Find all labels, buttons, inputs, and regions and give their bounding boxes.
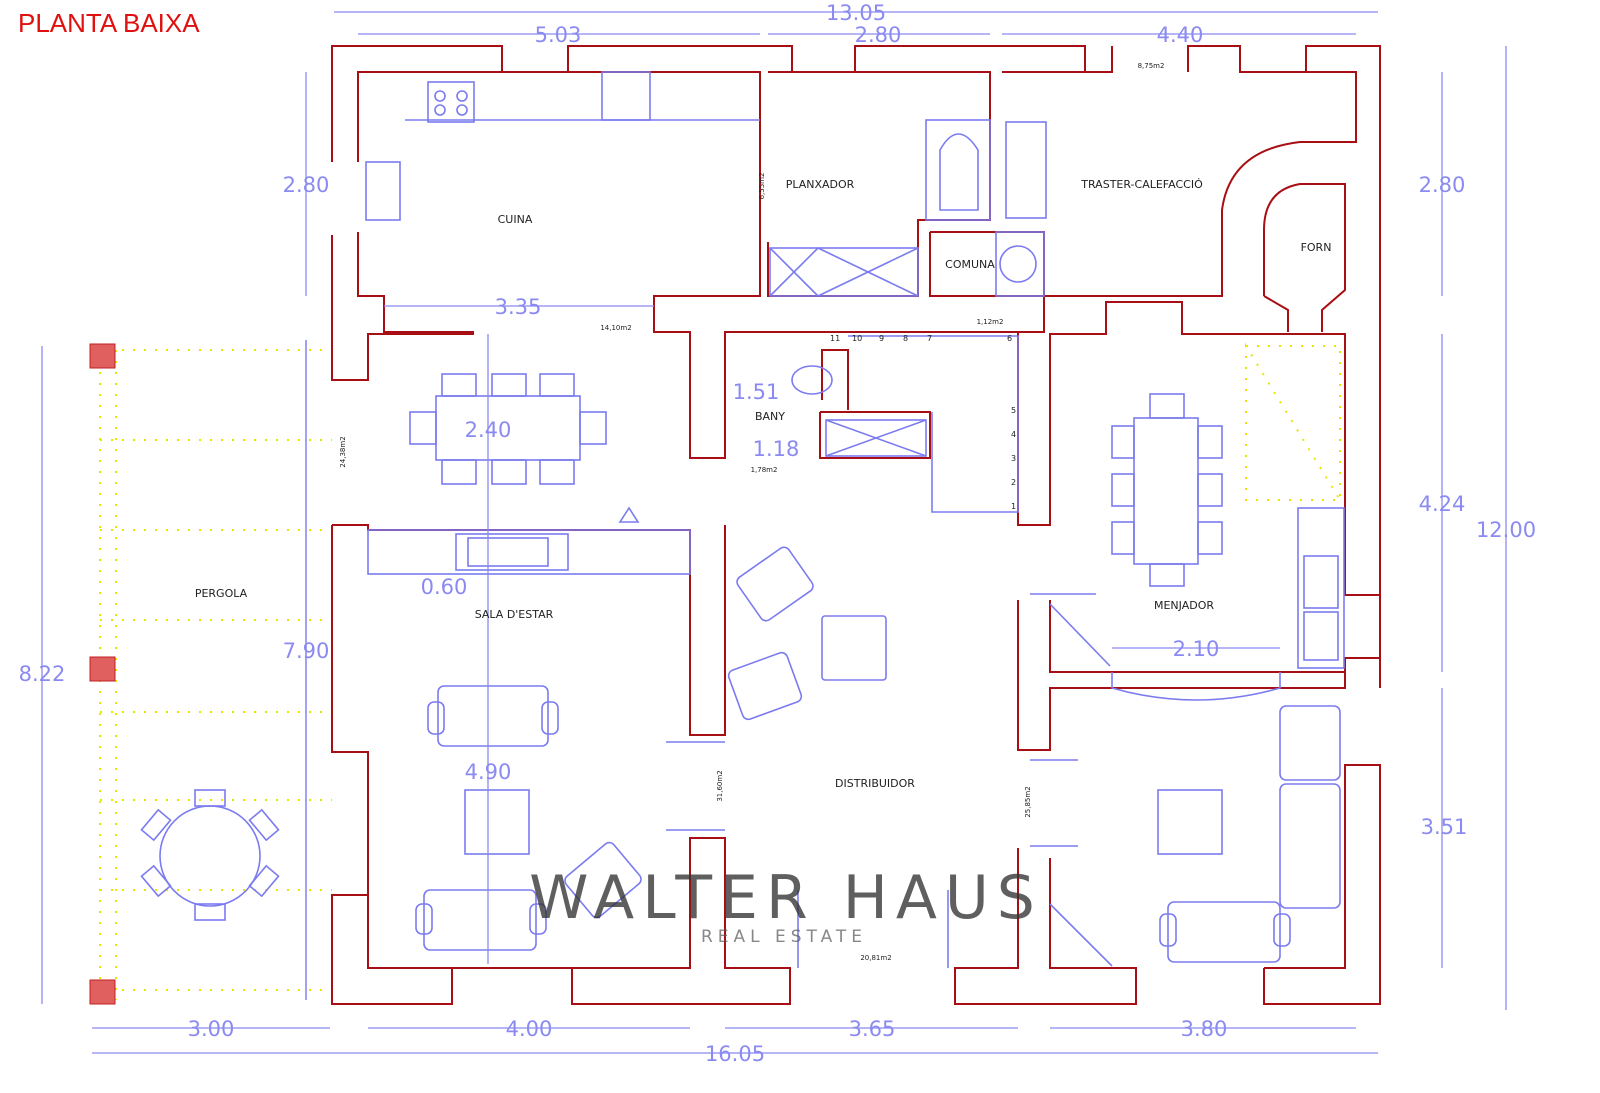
pergola [89, 340, 332, 1005]
room-sala: SALA D'ESTAR [475, 608, 554, 621]
area-labels: 6,55m2 14,10m2 1,12m2 8,75m2 1,78m2 24,3… [339, 62, 1164, 962]
room-cuina: CUINA [498, 213, 533, 226]
area-sala: 24,38m2 [339, 436, 347, 467]
dim-bany-b: 1.18 [753, 437, 800, 461]
stair-numbers: 11 10 9 8 7 6 5 4 3 2 1 [830, 334, 1016, 511]
dim-top-b: 2.80 [855, 23, 902, 47]
watermark-logo: WALTER HAUS REAL ESTATE [529, 863, 1043, 947]
watermark-brand: WALTER HAUS [529, 863, 1043, 933]
stair-step: 3 [1011, 454, 1016, 463]
walls [331, 45, 1381, 1005]
dim-right-c: 3.51 [1421, 815, 1468, 839]
dim-bany-a: 1.51 [733, 380, 780, 404]
stair-step: 5 [1011, 406, 1016, 415]
stair-step: 1 [1011, 502, 1016, 511]
plan-title: PLANTA BAIXA [18, 8, 200, 38]
dim-bottom-c: 3.65 [849, 1017, 896, 1041]
stair-step: 11 [830, 334, 840, 343]
area-menjador: 25,85m2 [1024, 786, 1032, 817]
room-planxador: PLANXADOR [786, 178, 855, 191]
stair-step: 9 [879, 334, 884, 343]
dim-pergola-h: 8.22 [19, 662, 66, 686]
room-forn: FORN [1301, 241, 1332, 254]
dim-left-kitchen: 2.80 [283, 173, 330, 197]
room-bany: BANY [755, 410, 785, 423]
stair-step: 10 [852, 334, 862, 343]
stair-step: 7 [927, 334, 932, 343]
dim-sala-h: 7.90 [283, 639, 330, 663]
area-cuina: 14,10m2 [600, 324, 631, 332]
area-bany: 1,78m2 [751, 466, 778, 474]
furniture [365, 71, 1345, 968]
area-distribuidor: 31,60m2 [716, 770, 724, 801]
dim-right-a: 2.80 [1419, 173, 1466, 197]
dim-bottom-a: 3.00 [188, 1017, 235, 1041]
dim-total-top: 13.05 [826, 1, 886, 25]
dimension-labels: 13.05 5.03 2.80 4.40 2.80 3.35 2.40 1.51… [19, 1, 1536, 1066]
area-comuna: 1,12m2 [977, 318, 1004, 326]
dim-bottom-d: 3.80 [1181, 1017, 1228, 1041]
dim-right-b: 4.24 [1419, 492, 1466, 516]
dim-sala-a: 0.60 [421, 575, 468, 599]
dim-bottom-total: 16.05 [705, 1042, 765, 1066]
room-labels: CUINA PLANXADOR TRASTER-CALEFACCIÓ FORN … [195, 178, 1332, 790]
stair-step: 8 [903, 334, 908, 343]
room-menjador: MENJADOR [1154, 599, 1214, 612]
dim-top-a: 5.03 [535, 23, 582, 47]
stair-step: 6 [1007, 334, 1012, 343]
dim-dining-width: 2.40 [465, 418, 512, 442]
room-pergola: PERGOLA [195, 587, 248, 600]
stair-step: 4 [1011, 430, 1016, 439]
area-planxador: 6,55m2 [758, 173, 766, 200]
stair-step: 2 [1011, 478, 1016, 487]
dim-kitchen-width: 3.35 [495, 295, 542, 319]
room-traster: TRASTER-CALEFACCIÓ [1080, 178, 1203, 191]
dim-sala-v: 4.90 [465, 760, 512, 784]
area-entrada: 20,81m2 [860, 954, 891, 962]
dim-top-c: 4.40 [1157, 23, 1204, 47]
room-distribuidor: DISTRIBUIDOR [835, 777, 915, 790]
watermark-sub: REAL ESTATE [701, 927, 867, 947]
dim-menjador-w: 2.10 [1173, 637, 1220, 661]
room-comuna: COMUNA [945, 258, 995, 271]
area-traster: 8,75m2 [1138, 62, 1165, 70]
dimension-lines [41, 11, 1507, 1054]
dim-bottom-b: 4.00 [506, 1017, 553, 1041]
dim-right-total: 12.00 [1476, 518, 1536, 542]
